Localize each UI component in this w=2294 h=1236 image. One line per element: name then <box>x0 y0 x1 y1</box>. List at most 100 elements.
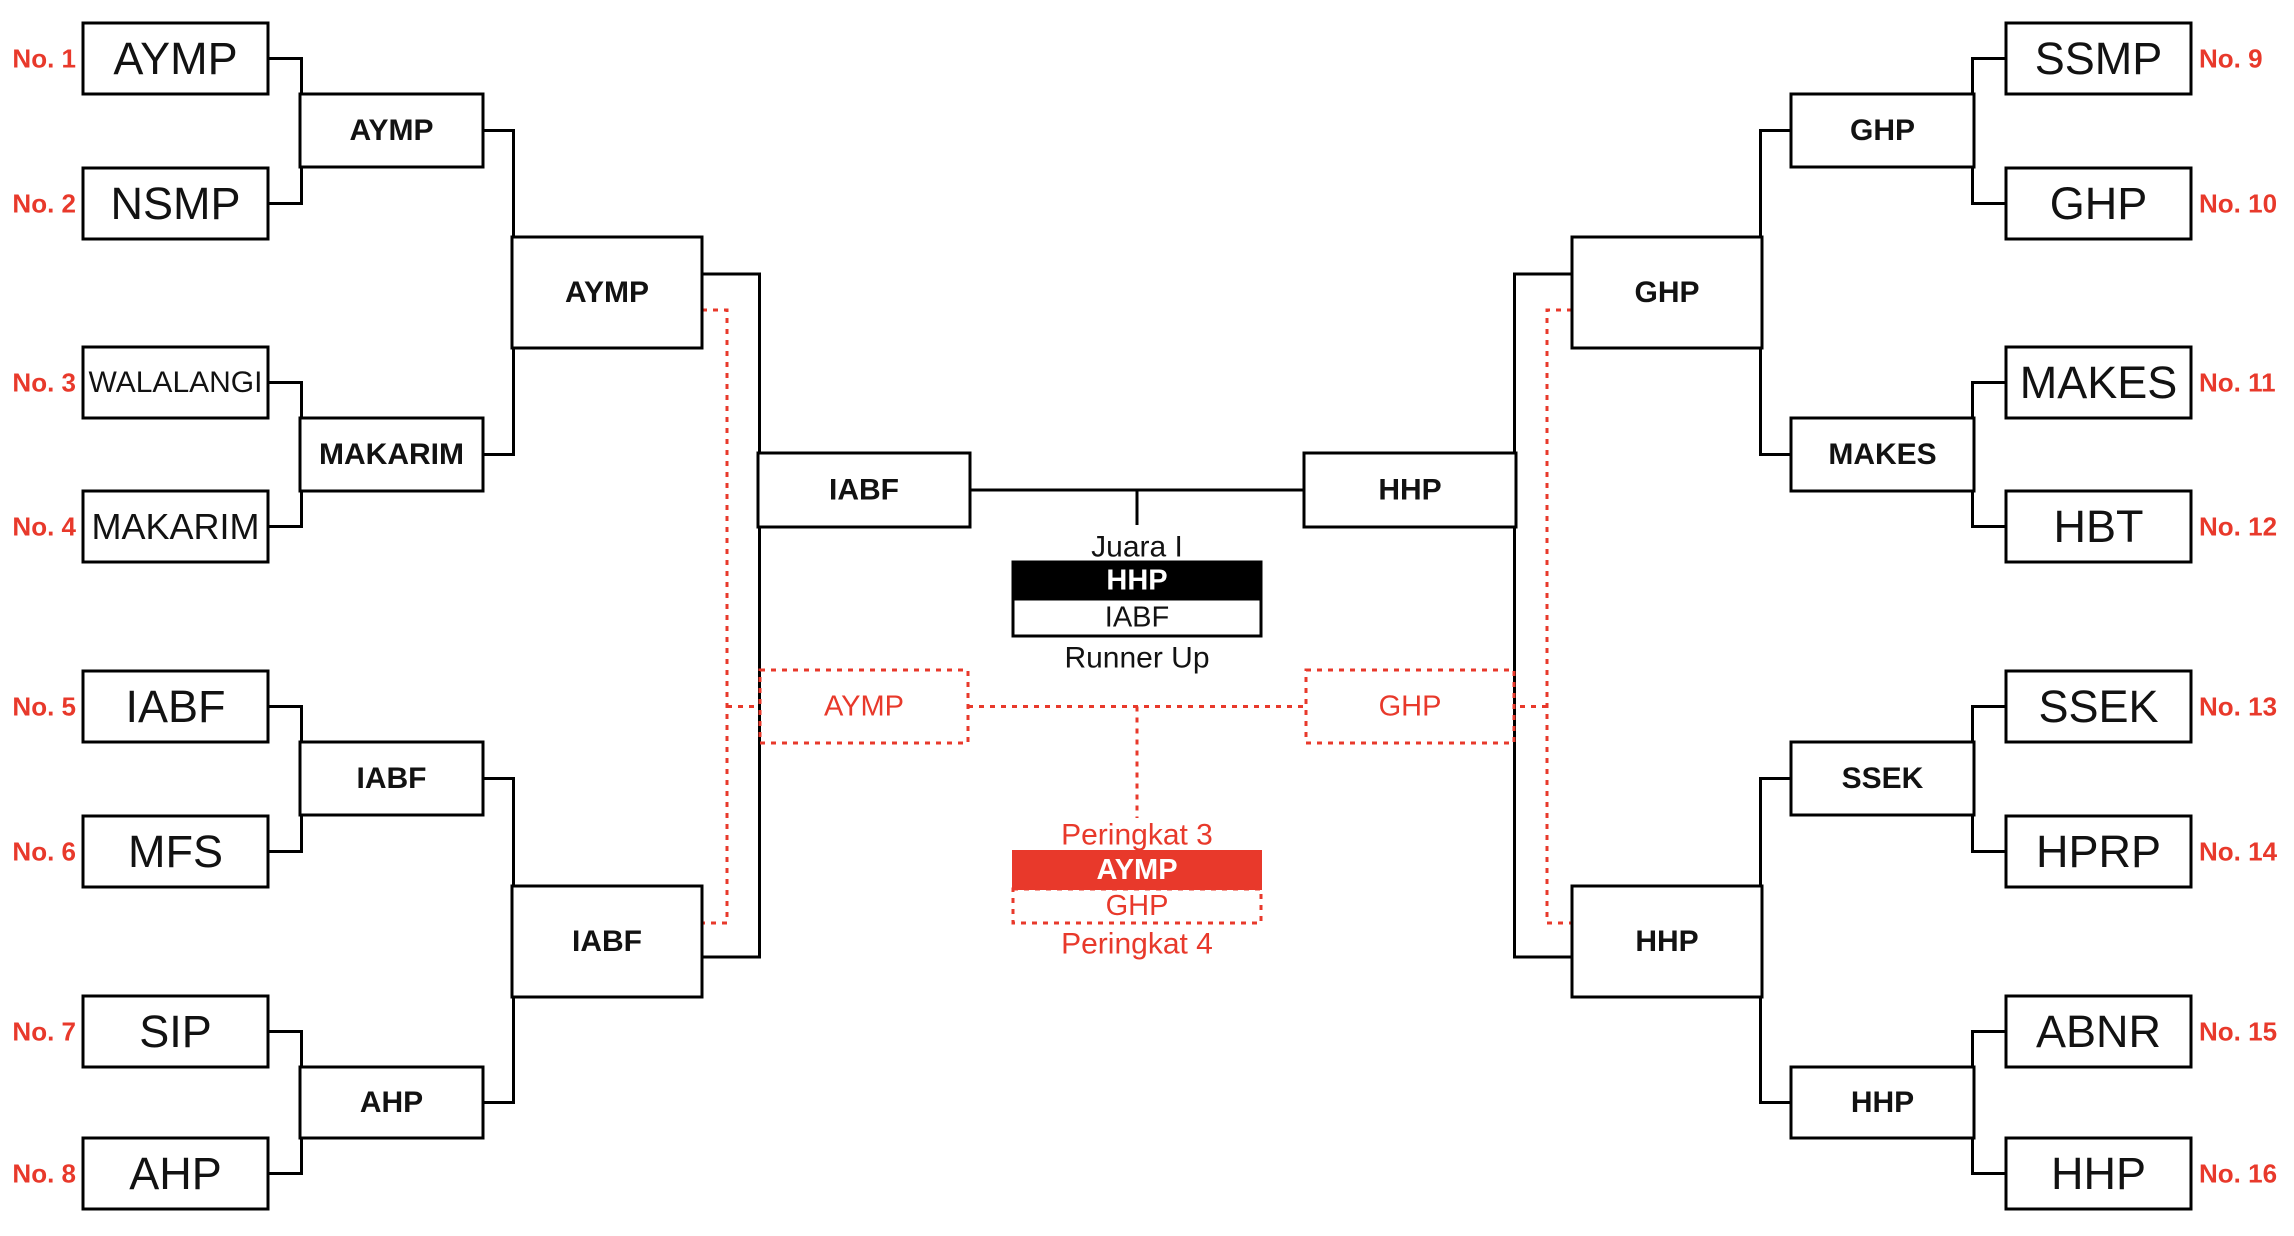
third-place-qualifier-box-left: AYMP <box>758 668 970 745</box>
team-name-seed10: GHP <box>2050 178 2148 229</box>
runner-up-name: IABF <box>1105 602 1169 634</box>
seed-label-11: No. 11 <box>2199 368 2276 398</box>
finalist-box-left: IABF <box>756 451 972 529</box>
seed-label-4: No. 4 <box>12 512 76 542</box>
winner-box-right-r2-1: GHP <box>1789 92 1976 169</box>
seed-label-9: No. 9 <box>2199 44 2263 74</box>
winner-right-r2-2: MAKES <box>1828 438 1936 471</box>
seed-label-1: No. 1 <box>12 44 76 74</box>
right-round1-boxes: SSMP GHP MAKES HBT SSEK HPRP ABNR HHP <box>2004 21 2193 1211</box>
right-seed-labels: No. 9 No. 10 No. 11 No. 12 No. 13 No. 14… <box>2199 44 2278 1189</box>
seed-label-10: No. 10 <box>2199 189 2277 219</box>
connector-right-match4 <box>1971 1030 2006 1175</box>
seed-label-2: No. 2 <box>12 189 76 219</box>
team-box-seed8: AHP <box>81 1136 270 1211</box>
semifinalist-right-bottom: HHP <box>1635 925 1698 958</box>
seed-label-5: No. 5 <box>12 692 76 722</box>
seed-label-12: No. 12 <box>2199 512 2277 542</box>
champion-label: Juara I <box>1091 531 1183 564</box>
winner-box-left-r2-1: AYMP <box>298 92 485 169</box>
team-box-seed13: SSEK <box>2004 669 2193 744</box>
third-place-connector-right <box>1545 308 1572 925</box>
semifinalist-box-right-top: GHP <box>1570 235 1764 350</box>
winner-box-left-r2-2: MAKARIM <box>298 416 485 493</box>
fourth-place-name: GHP <box>1106 890 1169 922</box>
champion-box: HHP <box>1011 560 1263 601</box>
team-name-seed4: MAKARIM <box>91 506 259 547</box>
finalist-right: HHP <box>1378 474 1441 507</box>
winner-right-r2-1: GHP <box>1850 114 1915 147</box>
team-box-seed12: HBT <box>2004 489 2193 564</box>
connector-left-semifinal <box>702 272 761 959</box>
third-place-panel: Peringkat 3 AYMP GHP Peringkat 4 <box>1011 819 1263 961</box>
team-box-seed3: WALALANGI <box>81 345 270 420</box>
connector-left-qf-bottom <box>483 777 515 1104</box>
seed-label-7: No. 7 <box>12 1017 76 1047</box>
left-round2-boxes: AYMP MAKARIM IABF AHP <box>298 92 485 1140</box>
team-name-seed13: SSEK <box>2038 681 2158 732</box>
finalist-left: IABF <box>829 474 899 507</box>
winner-box-left-r2-4: AHP <box>298 1065 485 1140</box>
connector-left-qf-top <box>483 129 515 456</box>
team-name-seed7: SIP <box>139 1006 212 1057</box>
team-name-seed3: WALALANGI <box>89 366 263 399</box>
champion-name: HHP <box>1106 565 1167 597</box>
third-place-label: Peringkat 3 <box>1061 819 1213 852</box>
connector-left-match2 <box>268 381 303 528</box>
third-place-qualifier-right: GHP <box>1379 691 1442 723</box>
team-box-seed6: MFS <box>81 814 270 889</box>
winner-box-right-r2-3: SSEK <box>1789 740 1976 817</box>
connector-left-match4 <box>268 1030 303 1175</box>
team-name-seed11: MAKES <box>2020 357 2178 408</box>
left-seed-labels: No. 1 No. 2 No. 3 No. 4 No. 5 No. 6 No. … <box>12 44 76 1189</box>
connector-left-match1 <box>268 57 303 205</box>
right-round2-boxes: GHP MAKES SSEK HHP <box>1789 92 1976 1140</box>
runner-up-box: IABF <box>1011 597 1263 638</box>
left-round1-boxes: AYMP NSMP WALALANGI MAKARIM IABF MFS SIP <box>81 21 270 1211</box>
winner-left-r2-1: AYMP <box>350 114 434 147</box>
semifinalist-box-left-bottom: IABF <box>510 884 704 999</box>
connector-right-match1 <box>1971 57 2006 205</box>
team-name-seed9: SSMP <box>2035 33 2163 84</box>
winner-box-right-r2-2: MAKES <box>1789 416 1976 493</box>
team-name-seed14: HPRP <box>2036 826 2161 877</box>
winner-box-right-r2-4: HHP <box>1789 1065 1976 1140</box>
seed-label-13: No. 13 <box>2199 692 2277 722</box>
winner-right-r2-3: SSEK <box>1842 762 1924 795</box>
team-name-seed15: ABNR <box>2036 1006 2161 1057</box>
third-place-qualifier-box-right: GHP <box>1304 668 1516 745</box>
third-place-qualifier-left: AYMP <box>824 691 904 723</box>
team-box-seed2: NSMP <box>81 166 270 241</box>
team-name-seed1: AYMP <box>113 33 237 84</box>
connector-right-qf-top <box>1759 129 1791 456</box>
team-box-seed10: GHP <box>2004 166 2193 241</box>
winner-box-left-r2-3: IABF <box>298 740 485 817</box>
team-box-seed11: MAKES <box>2004 345 2193 420</box>
seed-label-6: No. 6 <box>12 837 76 867</box>
semifinalist-box-right-bottom: HHP <box>1570 884 1764 999</box>
finalist-box-right: HHP <box>1302 451 1518 529</box>
winner-left-r2-3: IABF <box>357 762 427 795</box>
seed-label-16: No. 16 <box>2199 1159 2277 1189</box>
team-name-seed8: AHP <box>129 1148 222 1199</box>
team-name-seed5: IABF <box>125 681 225 732</box>
team-box-seed14: HPRP <box>2004 814 2193 889</box>
semifinalist-left-bottom: IABF <box>572 925 642 958</box>
third-place-name: AYMP <box>1096 854 1177 886</box>
team-box-seed4: MAKARIM <box>81 489 270 564</box>
team-name-seed16: HHP <box>2051 1148 2146 1199</box>
team-name-seed2: NSMP <box>110 178 240 229</box>
third-place-connector-left <box>702 308 729 925</box>
left-semifinalist-boxes: AYMP IABF <box>510 235 704 999</box>
third-place-connectors <box>702 308 1572 925</box>
winner-left-r2-2: MAKARIM <box>319 438 464 471</box>
team-box-seed15: ABNR <box>2004 994 2193 1069</box>
connector-right-semifinal <box>1513 272 1572 959</box>
seed-label-8: No. 8 <box>12 1159 76 1189</box>
connector-right-match2 <box>1971 381 2006 528</box>
seed-label-3: No. 3 <box>12 368 76 398</box>
team-box-seed9: SSMP <box>2004 21 2193 96</box>
runner-up-label: Runner Up <box>1064 642 1209 675</box>
